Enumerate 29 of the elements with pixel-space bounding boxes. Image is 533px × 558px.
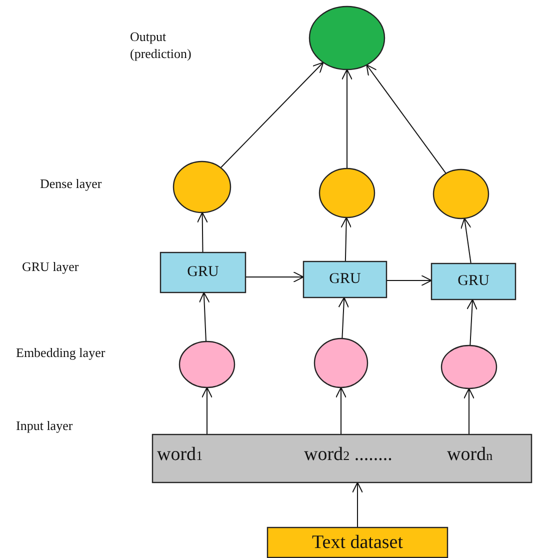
- arrow: [460, 218, 472, 264]
- layer-label: Output (prediction): [130, 28, 192, 62]
- box-label: Text dataset: [312, 532, 403, 554]
- text-dataset-box: [267, 527, 448, 558]
- input-layer-bar: [152, 434, 532, 483]
- arrow: [366, 64, 446, 174]
- gru-box: [303, 261, 387, 298]
- layer-label: Input layer: [16, 417, 74, 434]
- gru-label: GRU: [458, 273, 490, 290]
- layer-label: GRU layer: [22, 258, 80, 275]
- arrow: [386, 275, 432, 286]
- arrow: [464, 388, 474, 434]
- arrow: [336, 387, 346, 434]
- gru-box: [431, 263, 516, 300]
- arrow: [342, 69, 352, 168]
- arrow: [246, 272, 304, 282]
- layer-label: Dense layer: [40, 175, 103, 192]
- gru-label: GRU: [329, 271, 361, 288]
- arrow: [340, 217, 352, 262]
- arrow: [338, 297, 350, 339]
- arrow: [220, 62, 324, 168]
- arrow: [352, 482, 363, 528]
- gru-label: GRU: [187, 264, 219, 281]
- arrow: [198, 292, 210, 342]
- arrow: [196, 212, 208, 252]
- gru-box: [160, 252, 246, 293]
- layer-label: Embedding layer: [16, 344, 106, 361]
- arrow: [466, 299, 478, 346]
- arrow: [202, 387, 212, 434]
